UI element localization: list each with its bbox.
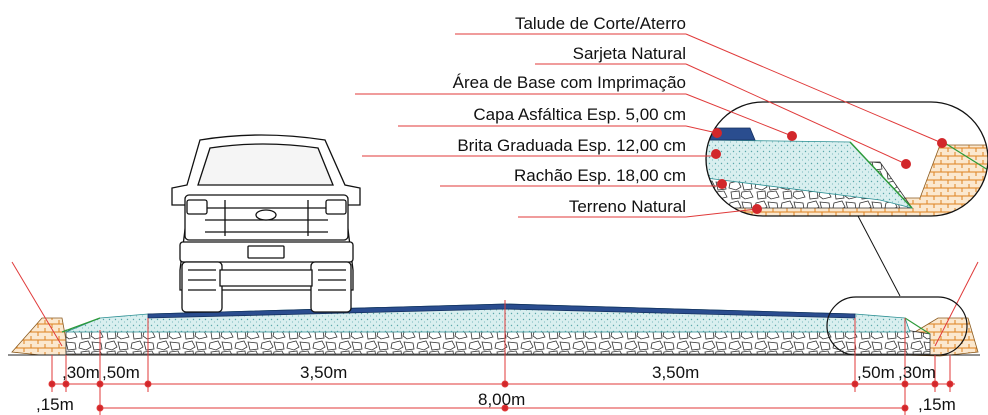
dimension-labels: ,30m ,50m 3,50m 3,50m ,50m ,30m ,15m 8,0…	[36, 363, 956, 414]
marker-brita	[711, 149, 721, 159]
dim-label-15-left: ,15m	[36, 395, 74, 414]
marker-sarjeta	[901, 159, 911, 169]
legend-label-base: Área de Base com Imprimação	[453, 73, 686, 92]
marker-rachao	[717, 179, 727, 189]
marker-capa	[712, 128, 722, 138]
dim-label-50-left: ,50m	[102, 363, 140, 382]
legend-label-capa: Capa Asfáltica Esp. 5,00 cm	[473, 105, 686, 124]
legend-label-terreno: Terreno Natural	[569, 197, 686, 216]
pickup-truck-front-icon	[171, 134, 361, 313]
legend: Talude de Corte/Aterro Sarjeta Natural Á…	[355, 14, 947, 218]
legend-label-talude: Talude de Corte/Aterro	[515, 14, 686, 33]
dim-label-30-left: ,30m	[62, 363, 100, 382]
dim-label-350-left: 3,50m	[300, 363, 347, 382]
dim-label-15-right: ,15m	[918, 395, 956, 414]
dim-label-30-right: ,30m	[898, 363, 936, 382]
rachao-layer	[65, 329, 931, 355]
legend-label-brita: Brita Graduada Esp. 12,00 cm	[457, 136, 686, 155]
dim-label-50-right: ,50m	[857, 363, 895, 382]
dim-label-total: 8,00m	[478, 390, 525, 409]
dimensions	[48, 318, 955, 415]
marker-talude	[937, 138, 947, 148]
marker-terreno	[752, 204, 762, 214]
dim-label-350-right: 3,50m	[652, 363, 699, 382]
legend-label-sarjeta: Sarjeta Natural	[573, 44, 686, 63]
marker-base	[787, 131, 797, 141]
main-section	[8, 261, 980, 385]
legend-label-rachao: Rachão Esp. 18,00 cm	[514, 166, 686, 185]
zoom-marker-small	[826, 296, 968, 356]
